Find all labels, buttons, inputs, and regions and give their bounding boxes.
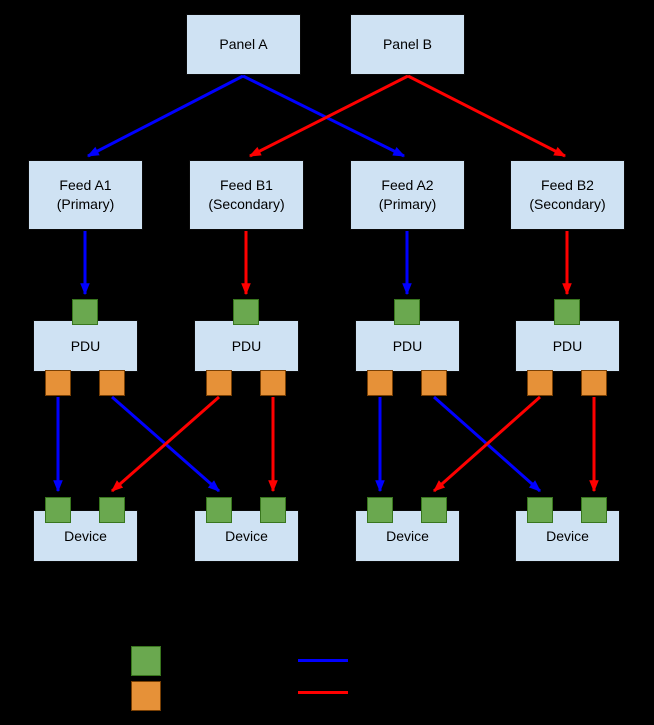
feed-a1-role: (Primary) [56, 196, 115, 212]
pdu-2-node: PDU [194, 320, 299, 372]
legend-input-port-swatch [131, 646, 161, 676]
panel-b-node: Panel B [350, 14, 465, 75]
panel-b-label: Panel B [382, 36, 433, 52]
feed-b2-name: Feed B2 [541, 177, 594, 193]
arrow-panel-b-to-feed-b2 [407, 74, 567, 158]
pdu-2-input-port [233, 299, 259, 325]
arrow-panel-a-to-feed-a1 [86, 74, 244, 158]
panel-a-node: Panel A [186, 14, 301, 75]
feed-b1-name: Feed B1 [220, 177, 273, 193]
device-2-input-port-left [206, 497, 232, 523]
arrow-panel-b-to-feed-b1 [248, 74, 409, 158]
pdu-2-output-port-right [260, 370, 286, 396]
pdu-1-output-port-right [99, 370, 125, 396]
pdu-3-input-port [394, 299, 420, 325]
feed-a1-node: Feed A1 (Primary) [28, 160, 143, 230]
arrow-panel-a-to-feed-a2 [242, 74, 406, 158]
device-2-input-port-right [260, 497, 286, 523]
feed-a2-role: (Primary) [378, 196, 437, 212]
pdu-3-output-port-left [367, 370, 393, 396]
feed-a2-name: Feed A2 [381, 177, 434, 193]
legend-secondary-path-line [298, 691, 348, 694]
pdu-1-node: PDU [33, 320, 138, 372]
legend-output-port-swatch [131, 681, 161, 711]
device-4-input-port-left [527, 497, 553, 523]
pdu-3-label: PDU [392, 337, 423, 354]
device-4-input-port-right [581, 497, 607, 523]
pdu-1-label: PDU [70, 337, 101, 354]
pdu-4-node: PDU [515, 320, 620, 372]
pdu-1-input-port [72, 299, 98, 325]
panel-a-label: Panel A [219, 36, 268, 52]
pdu-3-output-port-right [421, 370, 447, 396]
pdu-4-input-port [554, 299, 580, 325]
pdu-2-label: PDU [231, 337, 262, 354]
pdu-4-output-port-right [581, 370, 607, 396]
arrow-pdu4-to-device3 [433, 395, 541, 493]
device-3-input-port-left [367, 497, 393, 523]
device-3-input-port-right [421, 497, 447, 523]
feed-a2-node: Feed A2 (Primary) [350, 160, 465, 230]
feed-a1-name: Feed A1 [59, 177, 112, 193]
device-2-label: Device [225, 527, 268, 544]
feed-b1-node: Feed B1 (Secondary) [189, 160, 304, 230]
pdu-1-output-port-left [45, 370, 71, 396]
device-4-label: Device [546, 527, 589, 544]
device-1-label: Device [64, 527, 107, 544]
device-1-input-port-left [45, 497, 71, 523]
device-3-label: Device [386, 527, 429, 544]
arrow-pdu2-to-device1 [111, 395, 220, 493]
pdu-4-label: PDU [552, 337, 583, 354]
pdu-4-output-port-left [527, 370, 553, 396]
device-1-input-port-right [99, 497, 125, 523]
pdu-2-output-port-left [206, 370, 232, 396]
legend-primary-path-line [298, 659, 348, 662]
feed-b2-node: Feed B2 (Secondary) [510, 160, 625, 230]
pdu-3-node: PDU [355, 320, 460, 372]
feed-b1-role: (Secondary) [208, 196, 285, 212]
feed-b2-role: (Secondary) [529, 196, 606, 212]
